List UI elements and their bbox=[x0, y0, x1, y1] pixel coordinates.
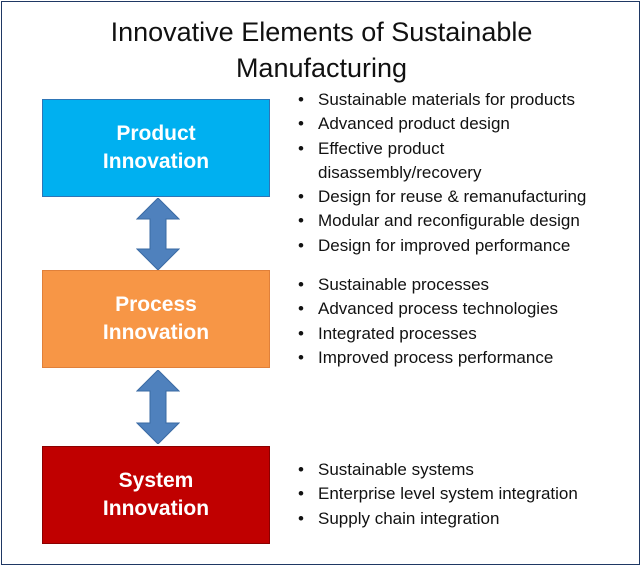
system-innovation-box: System Innovation bbox=[42, 446, 270, 544]
list-item: Advanced product design bbox=[296, 112, 586, 137]
title-line-2: Manufacturing bbox=[235, 53, 408, 83]
process-innovation-box: Process Innovation bbox=[42, 270, 270, 368]
list-item: Design for reuse & remanufacturing bbox=[296, 185, 586, 210]
list-item: Sustainable systems bbox=[296, 458, 578, 483]
list-item: Integrated processes bbox=[296, 322, 558, 347]
list-item: Improved process performance bbox=[296, 346, 558, 371]
list-item: Supply chain integration bbox=[296, 507, 578, 532]
system-innovation-list: Sustainable systems Enterprise level sys… bbox=[296, 458, 578, 531]
list-item: Modular and reconfigurable design bbox=[296, 209, 586, 234]
arrow-shape bbox=[136, 370, 180, 444]
double-arrow-icon bbox=[136, 198, 180, 270]
list-item: Sustainable processes bbox=[296, 273, 558, 298]
arrow-shape bbox=[136, 198, 180, 270]
double-arrow-icon bbox=[136, 370, 180, 444]
product-innovation-list: Sustainable materials for products Advan… bbox=[296, 88, 586, 258]
list-item: Enterprise level system integration bbox=[296, 482, 578, 507]
list-item: Advanced process technologies bbox=[296, 297, 558, 322]
product-innovation-box: Product Innovation bbox=[42, 99, 270, 197]
system-box-label-line-2: Innovation bbox=[102, 497, 210, 520]
process-box-label-line-2: Innovation bbox=[102, 321, 210, 344]
process-innovation-list: Sustainable processes Advanced process t… bbox=[296, 273, 558, 370]
list-item: Effective product disassembly/recovery bbox=[296, 137, 508, 186]
system-box-label-line-1: System bbox=[118, 469, 194, 492]
list-item: Design for improved performance bbox=[296, 234, 586, 259]
process-box-label-line-1: Process bbox=[115, 293, 197, 316]
diagram-title: Innovative Elements of Sustainable Manuf… bbox=[0, 14, 643, 86]
list-item: Sustainable materials for products bbox=[296, 88, 586, 113]
title-line-1: Innovative Elements of Sustainable bbox=[110, 17, 533, 47]
product-box-label-line-1: Product bbox=[116, 122, 196, 145]
product-box-label-line-2: Innovation bbox=[102, 150, 210, 173]
